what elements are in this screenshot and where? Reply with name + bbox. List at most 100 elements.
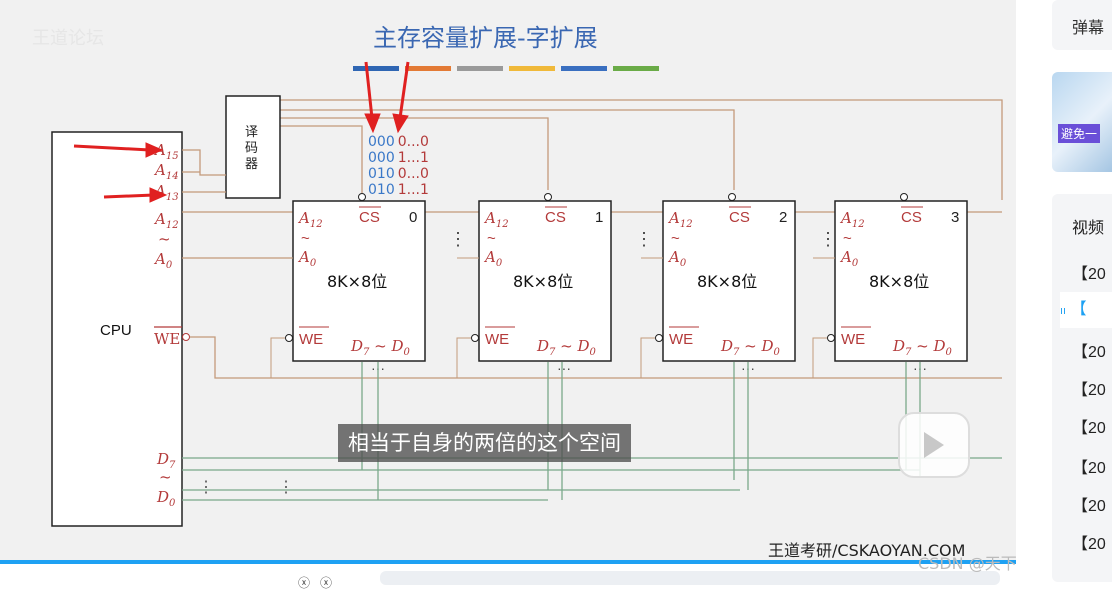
chip-cs-pin: CS bbox=[545, 209, 566, 226]
progress-bar[interactable] bbox=[0, 560, 1016, 564]
video-list-item[interactable]: 【20 bbox=[1072, 420, 1106, 437]
chip-box bbox=[834, 200, 968, 362]
chip-we-pin: WE bbox=[841, 331, 865, 348]
chip-cs-pin: CS bbox=[359, 209, 380, 226]
chip-box bbox=[292, 200, 426, 362]
chip-a0-pin: A0 bbox=[667, 248, 687, 269]
video-list-item[interactable]: 【20 bbox=[1072, 344, 1106, 361]
chip-a12-pin: A12 bbox=[667, 209, 693, 230]
recommend-thumbnail[interactable]: 避免一 bbox=[1052, 72, 1112, 172]
video-subtitle: 相当于自身的两倍的这个空间 bbox=[338, 424, 631, 462]
danmu-label: 弹幕 bbox=[1072, 20, 1105, 37]
video-list-item-active[interactable]: ıı 【 bbox=[1060, 292, 1112, 328]
bus-dots: ··· bbox=[557, 360, 571, 376]
slide-title: 主存容量扩展-字扩展 bbox=[373, 24, 598, 52]
chip-we-pin: WE bbox=[485, 331, 509, 348]
chip-size: 8K×8位 bbox=[869, 272, 929, 291]
chip-tilde: ~ bbox=[301, 230, 310, 247]
chip-data-pins: D7 ~ D0 bbox=[892, 337, 953, 358]
chip-a0-pin: A0 bbox=[297, 248, 317, 269]
color-bar-1 bbox=[353, 66, 399, 71]
brand-label: 王道考研/CSKAOYAN.COM bbox=[768, 541, 966, 560]
svg-text:~: ~ bbox=[158, 230, 171, 248]
color-bar-3 bbox=[457, 66, 503, 71]
decoder-output-wires bbox=[280, 99, 1003, 200]
chip-size: 8K×8位 bbox=[327, 272, 387, 291]
chip-a12-pin: A12 bbox=[839, 209, 865, 230]
svg-text:A14: A14 bbox=[153, 161, 179, 182]
chip-index: 2 bbox=[779, 209, 787, 226]
chip-cs-pin: CS bbox=[729, 209, 750, 226]
cpu-we-pin: WE bbox=[154, 330, 180, 348]
chip-a12-pin: A12 bbox=[483, 209, 509, 230]
chip-gap-dots: ⋮ bbox=[635, 229, 653, 249]
decoder-label-3: 器 bbox=[245, 156, 258, 171]
video-list-item[interactable]: 【20 bbox=[1072, 382, 1106, 399]
svg-text:⋮: ⋮ bbox=[278, 479, 294, 496]
decoder-box bbox=[225, 95, 281, 199]
play-button[interactable] bbox=[898, 412, 970, 478]
bottom-icons[interactable]: ⓧ ⓧ bbox=[298, 576, 333, 590]
chip-size: 8K×8位 bbox=[697, 272, 757, 291]
video-list-item[interactable]: 【20 bbox=[1072, 536, 1106, 553]
video-list-title: 视频 bbox=[1072, 220, 1105, 237]
memory-chip-1: A12~A0 CS 1 8K×8位 WE D7 ~ D0 ⋮ ··· bbox=[456, 193, 653, 378]
watermark: 王道论坛 bbox=[32, 28, 104, 49]
color-bar-6 bbox=[613, 66, 659, 71]
svg-text:⋮: ⋮ bbox=[198, 479, 214, 496]
chip-index: 0 bbox=[409, 209, 417, 226]
svg-text:D0: D0 bbox=[156, 488, 176, 509]
video-list-item[interactable]: 【20 bbox=[1072, 266, 1106, 283]
chip-a0-pin: A0 bbox=[483, 248, 503, 269]
chip-gap-dots: ⋮ bbox=[449, 229, 467, 249]
chip-data-pins: D7 ~ D0 bbox=[350, 337, 411, 358]
chip-index: 1 bbox=[595, 209, 603, 226]
color-bar-4 bbox=[509, 66, 555, 71]
color-bar-2 bbox=[405, 66, 451, 71]
chip-box bbox=[662, 200, 796, 362]
svg-text:A0: A0 bbox=[153, 250, 173, 271]
video-player[interactable]: 主存容量扩展-字扩展 译 码 器 CPU A15 A14 bbox=[0, 0, 1016, 562]
play-icon bbox=[924, 432, 944, 458]
chip-data-pins: D7 ~ D0 bbox=[536, 337, 597, 358]
chip-index: 3 bbox=[951, 209, 959, 226]
video-list-item[interactable]: 【20 bbox=[1072, 460, 1106, 477]
chip-data-pins: D7 ~ D0 bbox=[720, 337, 781, 358]
video-list-item[interactable]: 【20 bbox=[1072, 498, 1106, 515]
chip-tilde: ~ bbox=[487, 230, 496, 247]
chip-tilde: ~ bbox=[671, 230, 680, 247]
cpu-label: CPU bbox=[100, 322, 132, 339]
annotation-arrows bbox=[73, 61, 410, 203]
playing-icon: ıı bbox=[1060, 305, 1067, 317]
decoder-label-1: 译 bbox=[245, 124, 258, 139]
decoder-label-2: 码 bbox=[245, 140, 258, 155]
chip-tilde: ~ bbox=[843, 230, 852, 247]
chip-size: 8K×8位 bbox=[513, 272, 573, 291]
chip-we-pin: WE bbox=[299, 331, 323, 348]
chip-a12-pin: A12 bbox=[297, 209, 323, 230]
thumb-text: 避免一 bbox=[1058, 124, 1101, 143]
color-bar-5 bbox=[561, 66, 607, 71]
slide-diagram: 主存容量扩展-字扩展 译 码 器 CPU A15 A14 bbox=[51, 24, 1003, 527]
chip-cs-pin: CS bbox=[901, 209, 922, 226]
chip-we-pin: WE bbox=[669, 331, 693, 348]
danmu-panel[interactable]: 弹幕 bbox=[1052, 0, 1112, 50]
title-color-bar bbox=[353, 66, 659, 71]
chip-a0-pin: A0 bbox=[839, 248, 859, 269]
chip-gap-dots: ⋮ bbox=[819, 229, 837, 249]
svg-text:A12: A12 bbox=[153, 210, 179, 231]
chip-box bbox=[478, 200, 612, 362]
svg-text:~: ~ bbox=[159, 468, 172, 486]
svg-text:D7: D7 bbox=[156, 450, 176, 471]
danmu-input[interactable] bbox=[380, 571, 1000, 585]
video-list-panel bbox=[1052, 194, 1112, 582]
